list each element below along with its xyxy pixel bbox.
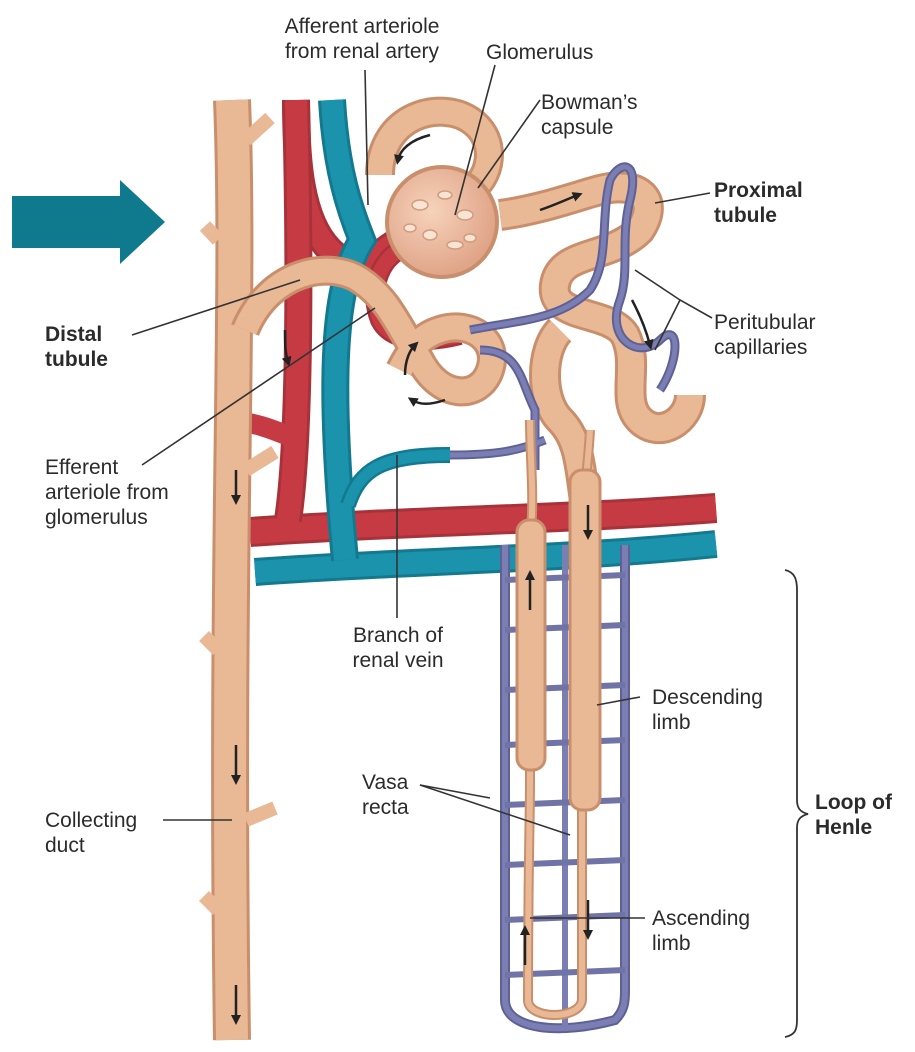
- label-glomerulus: Glomerulus: [486, 40, 593, 65]
- label-proximal-tubule: Proximal tubule: [714, 178, 803, 228]
- label-peritubular-capillaries: Peritubular capillaries: [714, 310, 816, 360]
- label-bowmans-capsule: Bowman’s capsule: [541, 90, 638, 140]
- label-descending-limb: Descending limb: [652, 685, 763, 735]
- label-vasa-recta: Vasa recta: [362, 770, 409, 820]
- loop-of-henle-bracket: [785, 570, 808, 1037]
- flow-direction-arrow: [12, 180, 165, 264]
- label-afferent-arteriole: Afferent arteriole from renal artery: [262, 14, 462, 64]
- label-efferent-arteriole: Efferent arteriole from glomerulus: [45, 455, 169, 530]
- label-collecting-duct: Collecting duct: [45, 808, 137, 858]
- renal-artery-branch: [250, 508, 716, 532]
- label-distal-tubule: Distal tubule: [45, 322, 108, 372]
- label-ascending-limb: Ascending limb: [652, 906, 750, 956]
- label-branch-of-renal-vein: Branch of renal vein: [318, 623, 478, 673]
- renal-vein-branch: [255, 544, 716, 572]
- distal-tubule: [245, 271, 492, 392]
- label-loop-of-henle: Loop of Henle: [815, 790, 892, 840]
